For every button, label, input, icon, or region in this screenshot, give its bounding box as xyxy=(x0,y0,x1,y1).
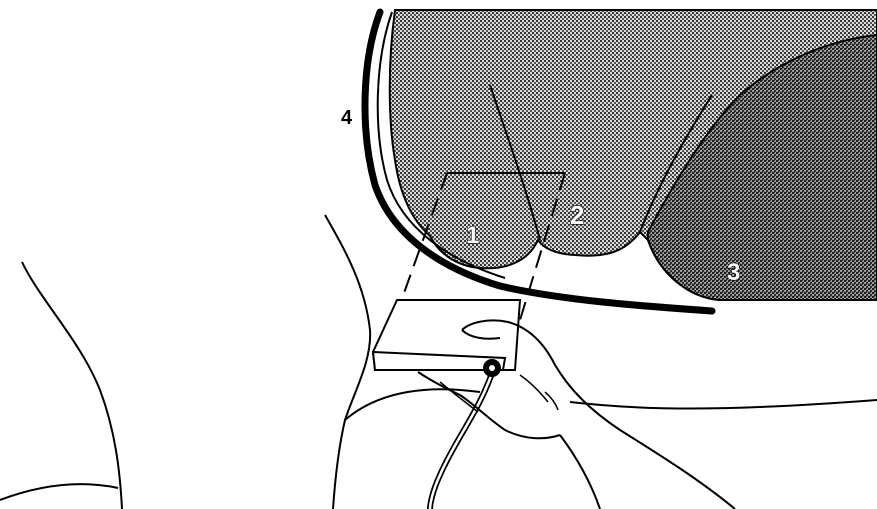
body-outline-center xyxy=(325,215,370,509)
body-outline-left xyxy=(22,262,122,509)
thigh-line xyxy=(570,400,877,409)
label-1: 1 xyxy=(466,222,479,249)
hand-palm-lower xyxy=(560,435,600,509)
hand-finger-2 xyxy=(440,382,478,412)
label-3: 3 xyxy=(727,259,740,286)
label-4: 4 xyxy=(341,107,353,129)
body-outline-bottom-left xyxy=(0,484,118,500)
hand-finger-crease xyxy=(520,375,548,402)
cable-connector-inner xyxy=(489,365,495,371)
label-2: 2 xyxy=(570,200,584,230)
